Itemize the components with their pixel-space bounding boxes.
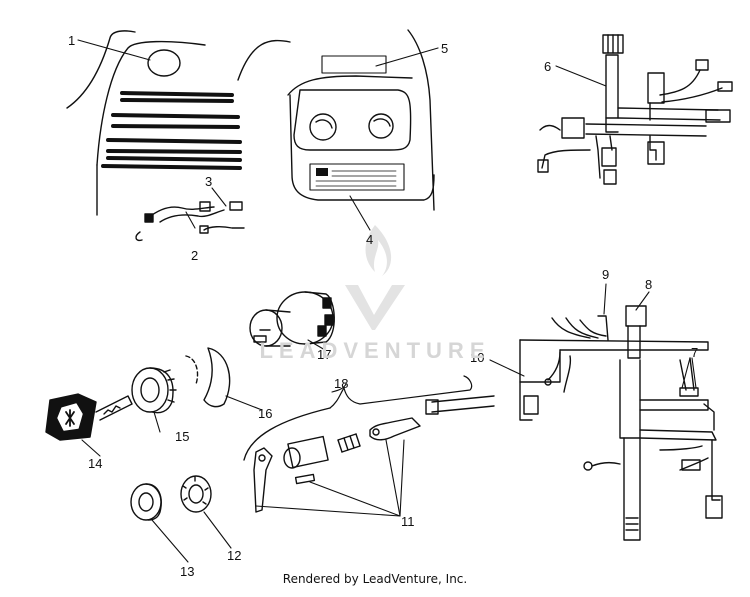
spacer-16	[185, 347, 231, 408]
callout-12: 12	[227, 548, 241, 563]
gauge-right	[368, 113, 394, 139]
lock-washer-12	[180, 475, 212, 513]
instrument-console	[237, 29, 435, 211]
callout-4: 4	[366, 232, 373, 247]
gauge-left	[309, 113, 337, 141]
callout-7: 7	[691, 345, 698, 360]
label-decal-5	[321, 55, 387, 74]
callout-17: 17	[317, 347, 331, 362]
nut-13	[130, 483, 162, 521]
footer-credit: Rendered by LeadVenture, Inc.	[282, 572, 468, 586]
callout-11: 11	[401, 514, 415, 529]
hood-vent-slats	[101, 91, 242, 170]
watermark-text: LEADVENTURE	[259, 338, 491, 363]
callout-18: 18	[334, 376, 348, 391]
warning-decal-4	[309, 163, 405, 191]
ignition-key-14	[45, 393, 133, 441]
main-wiring-harness	[537, 34, 733, 185]
callout-9: 9	[602, 267, 609, 282]
hood-panel	[66, 30, 245, 242]
callout-15: 15	[175, 429, 189, 444]
ignition-switch-body	[249, 291, 335, 347]
brake-switch-kit	[243, 375, 495, 513]
callout-16: 16	[258, 406, 272, 421]
callout-10: 10	[470, 350, 484, 365]
callout-1: 1	[68, 33, 75, 48]
leader-lines	[77, 39, 697, 563]
callout-13: 13	[180, 564, 194, 579]
callout-3: 3	[205, 174, 212, 189]
turn-signal-wire	[135, 201, 245, 242]
spring	[337, 433, 361, 453]
callout-8: 8	[645, 277, 652, 292]
callout-14: 14	[88, 456, 102, 471]
callout-5: 5	[441, 41, 448, 56]
secondary-wiring-harness	[519, 305, 723, 541]
bezel-nut-15	[131, 367, 177, 414]
callout-6: 6	[544, 59, 551, 74]
emblem-decal	[147, 49, 181, 77]
callout-numbers: 1 2 3 4 5 6 7 8 9 10 11 12 13 14 15 16 1…	[68, 33, 698, 579]
leadventure-logo-watermark	[345, 225, 405, 330]
callout-2: 2	[191, 248, 198, 263]
